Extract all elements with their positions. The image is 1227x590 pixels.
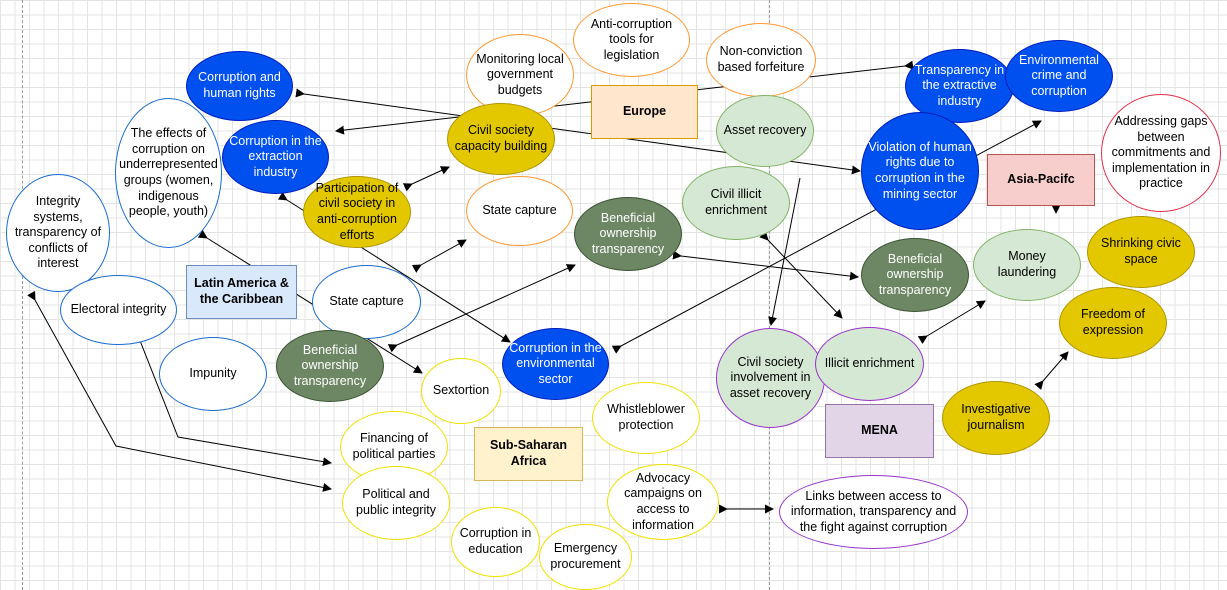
- node-beneficial-ownership-ap: Beneficial ownership transparency: [861, 238, 969, 312]
- node-state-capture-eu: State capture: [466, 176, 573, 246]
- node-whistleblower-protection: Whistleblower protection: [592, 382, 700, 454]
- arrow-civilillicit-to-illicit: [759, 231, 843, 319]
- node-non-conviction-forfeiture: Non-conviction based forfeiture: [706, 23, 816, 97]
- node-addressing-gaps: Addressing gaps between commitments and …: [1101, 94, 1221, 212]
- node-investigative-journalism: Investigative journalism: [942, 381, 1050, 455]
- node-corruption-human-rights: Corruption and human rights: [186, 51, 293, 121]
- region-europe: Europe: [591, 85, 698, 139]
- node-environmental-crime: Environmental crime and corruption: [1005, 40, 1113, 112]
- node-beneficial-ownership-la: Beneficial ownership transparency: [276, 330, 384, 402]
- node-civil-illicit-enrichment: Civil illicit enrichment: [682, 166, 790, 240]
- node-asset-recovery: Asset recovery: [716, 95, 814, 167]
- node-impunity: Impunity: [159, 337, 267, 411]
- node-effects-underrepresented: The effects of corruption on underrepres…: [115, 98, 222, 248]
- node-freedom-of-expression: Freedom of expression: [1059, 287, 1167, 359]
- node-monitoring-budgets: Monitoring local government budgets: [466, 34, 574, 116]
- node-money-laundering: Money laundering: [973, 229, 1081, 301]
- node-political-public-integrity: Political and public integrity: [342, 466, 450, 540]
- node-corruption-extraction-industry: Corruption in the extraction industry: [222, 120, 329, 194]
- node-integrity-systems: Integrity systems, transparency of confl…: [6, 174, 110, 292]
- region-latin-america: Latin America & the Caribbean: [186, 265, 297, 319]
- arrow-asset-to-civilsociety-asset: [768, 177, 801, 326]
- node-illicit-enrichment-mena: Illicit enrichment: [815, 327, 924, 401]
- node-corruption-education: Corruption in education: [451, 507, 540, 577]
- arrow-statecapture-la-to-eu: [411, 239, 467, 273]
- node-participation-civil-society: Participation of civil society in anti-c…: [303, 176, 411, 248]
- node-sextortion: Sextortion: [421, 358, 501, 424]
- node-beneficial-ownership-eu: Beneficial ownership transparency: [574, 197, 682, 271]
- node-electoral-integrity: Electoral integrity: [60, 275, 177, 345]
- node-advocacy-campaigns: Advocacy campaigns on access to informat…: [607, 464, 719, 540]
- node-anti-corruption-tools: Anti-corruption tools for legislation: [573, 3, 690, 77]
- node-civil-society-asset-recovery: Civil society involvement in asset recov…: [716, 328, 825, 428]
- node-violation-human-rights: Violation of human rights due to corrupt…: [861, 112, 979, 230]
- arrow-participation-to-capacity: [402, 166, 450, 192]
- region-sub-saharan-africa: Sub-Saharan Africa: [474, 427, 583, 481]
- node-emergency-procurement: Emergency procurement: [539, 524, 632, 590]
- arrow-freedom-to-journalism: [1034, 351, 1069, 390]
- arrow-integrity-to-political: [27, 290, 332, 492]
- node-state-capture-la: State capture: [312, 265, 421, 339]
- node-links-access-information: Links between access to information, tra…: [779, 475, 968, 549]
- node-civil-society-capacity: Civil society capacity building: [447, 103, 555, 175]
- region-mena: MENA: [825, 404, 934, 458]
- node-corruption-environmental: Corruption in the environmental sector: [502, 328, 609, 400]
- region-asia-pacific: Asia-Pacifc: [987, 154, 1095, 206]
- arrow-illicit-to-money: [917, 300, 986, 344]
- node-shrinking-civic-space: Shrinking civic space: [1087, 216, 1195, 288]
- arrow-environmental-to-envcrime: [611, 120, 1042, 354]
- swimlane-divider: [22, 0, 23, 590]
